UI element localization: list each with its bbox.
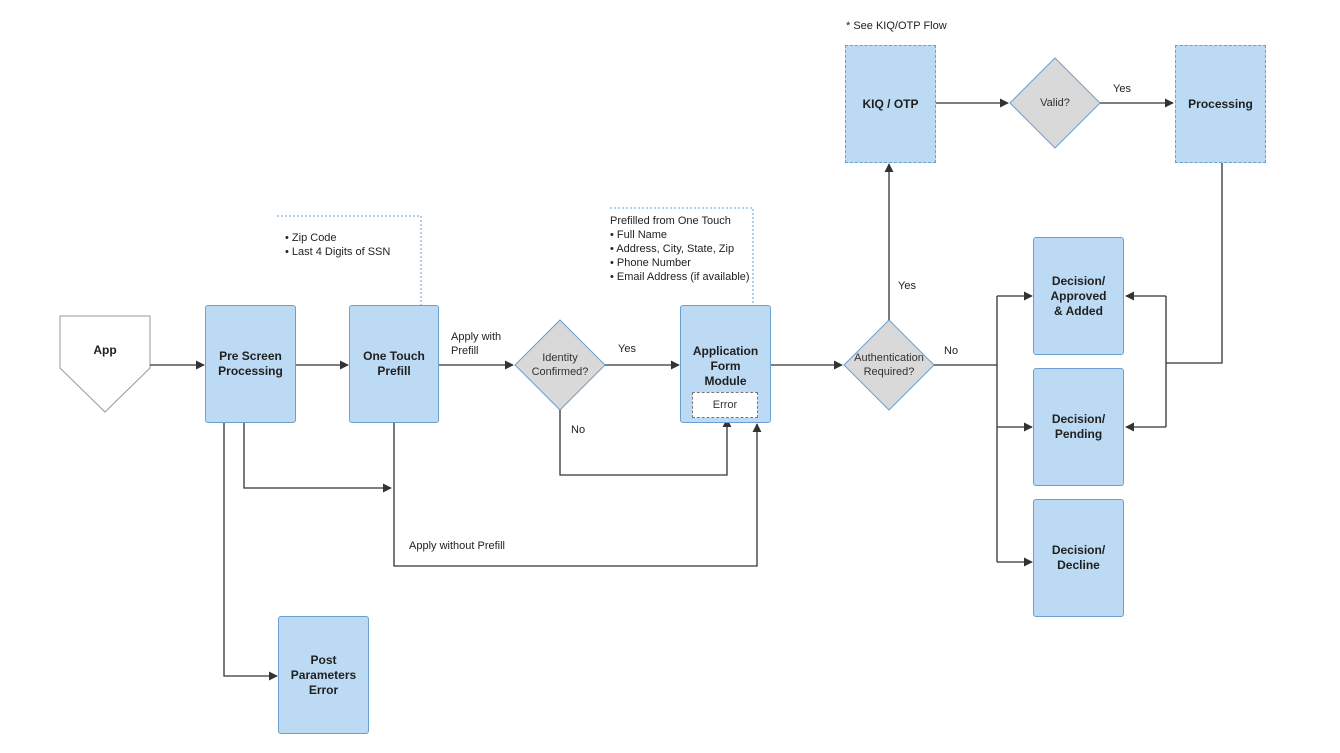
valid-diamond bbox=[1009, 57, 1101, 149]
edge-prescreen-error bbox=[223, 423, 278, 681]
valid-label: Valid? bbox=[1040, 97, 1070, 109]
kiq-otp-note: * See KIQ/OTP Flow bbox=[846, 20, 947, 32]
edge-label-yes-valid: Yes bbox=[1113, 83, 1131, 95]
authentication-required-label: Authentication Required? bbox=[854, 352, 924, 378]
authentication-diamond bbox=[843, 319, 935, 411]
pre-screen-processing-box: Pre Screen Processing bbox=[205, 305, 296, 423]
edge-apply-without bbox=[393, 423, 762, 567]
post-parameters-error-box: Post Parameters Error bbox=[278, 616, 369, 734]
error-state-box: Error bbox=[692, 392, 758, 418]
note-connector-onetouch bbox=[277, 215, 422, 306]
kiq-otp-box: KIQ / OTP bbox=[845, 45, 936, 163]
identity-confirmed-label: Identity Confirmed? bbox=[531, 352, 589, 378]
edge-label-no-identity: No bbox=[571, 424, 586, 436]
prefilled-fields-note: Prefilled from One Touch • Full Name • A… bbox=[610, 214, 750, 284]
note-item: • Address, City, State, Zip bbox=[610, 243, 735, 255]
edge-label-yes-identity: Yes bbox=[618, 343, 636, 355]
edge-label-apply-with: Apply with bbox=[451, 331, 502, 343]
note-item: • Zip Code bbox=[285, 232, 337, 244]
app-shape bbox=[59, 315, 151, 413]
edge-processing-down bbox=[1166, 162, 1223, 364]
note-connector-prefilled bbox=[610, 207, 754, 306]
decision-decline-box: Decision/ Decline bbox=[1033, 499, 1124, 617]
one-touch-requirements-note: • Zip Code • Last 4 Digits of SSN bbox=[285, 231, 390, 259]
decision-pending-box: Decision/ Pending bbox=[1033, 368, 1124, 486]
edge-label-no-auth: No bbox=[944, 345, 959, 357]
note-item: • Last 4 Digits of SSN bbox=[285, 246, 391, 258]
note-title: Prefilled from One Touch bbox=[610, 215, 731, 227]
note-item: • Email Address (if available) bbox=[610, 271, 750, 283]
app-node: App bbox=[93, 343, 117, 357]
processing-box: Processing bbox=[1175, 45, 1266, 163]
decision-approved-box: Decision/ Approved & Added bbox=[1033, 237, 1124, 355]
edge-label-prefill: Prefill bbox=[451, 345, 479, 357]
edge-label-apply-without-prefill: Apply without Prefill bbox=[409, 540, 505, 552]
edge-identity-no bbox=[559, 410, 732, 476]
note-item: • Full Name bbox=[610, 229, 668, 241]
note-item: • Phone Number bbox=[610, 257, 691, 269]
one-touch-prefill-box: One Touch Prefill bbox=[349, 305, 439, 423]
edge-prescreen-bypass bbox=[243, 423, 392, 493]
edge-label-yes-auth: Yes bbox=[898, 280, 916, 292]
